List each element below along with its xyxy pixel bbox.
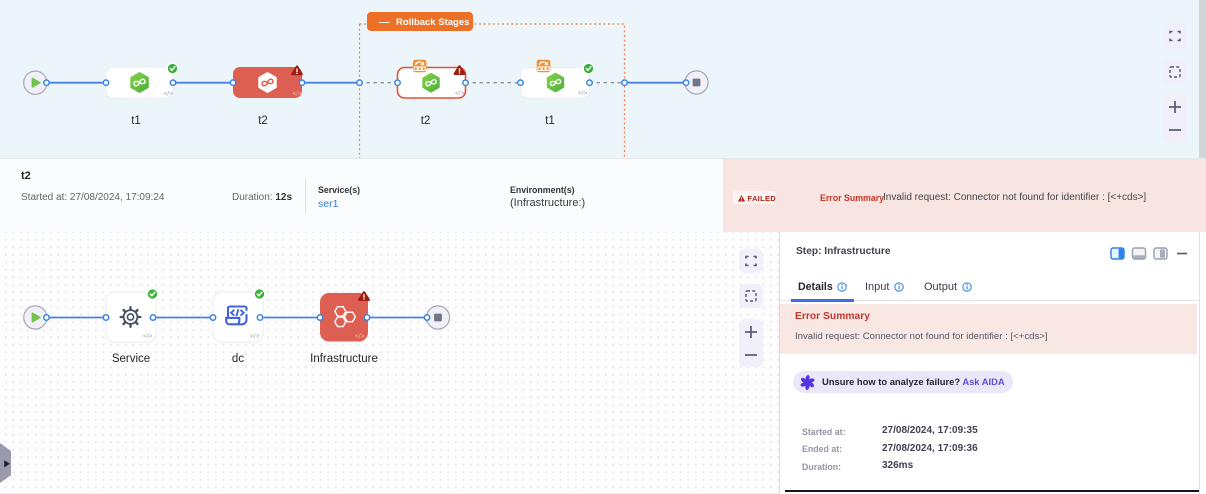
svg-text:</>: </> xyxy=(578,90,588,97)
svg-text:Infrastructure: Infrastructure xyxy=(310,353,378,365)
svg-text:</>: </> xyxy=(455,90,465,97)
svg-text:Service: Service xyxy=(112,353,150,365)
svg-text:Rollback Stages: Rollback Stages xyxy=(396,17,469,28)
svg-text:dc: dc xyxy=(232,353,244,365)
svg-text:</>: </> xyxy=(250,333,260,340)
svg-text:</>: </> xyxy=(164,91,174,98)
svg-text:t2: t2 xyxy=(421,115,431,127)
svg-text:</>: </> xyxy=(293,91,303,98)
svg-text:t1: t1 xyxy=(545,115,555,127)
svg-text:</>: </> xyxy=(143,333,153,340)
svg-text:t2: t2 xyxy=(258,115,268,127)
svg-text:</>: </> xyxy=(355,333,365,340)
svg-text:t1: t1 xyxy=(131,115,141,127)
svg-text:—: — xyxy=(379,16,390,28)
